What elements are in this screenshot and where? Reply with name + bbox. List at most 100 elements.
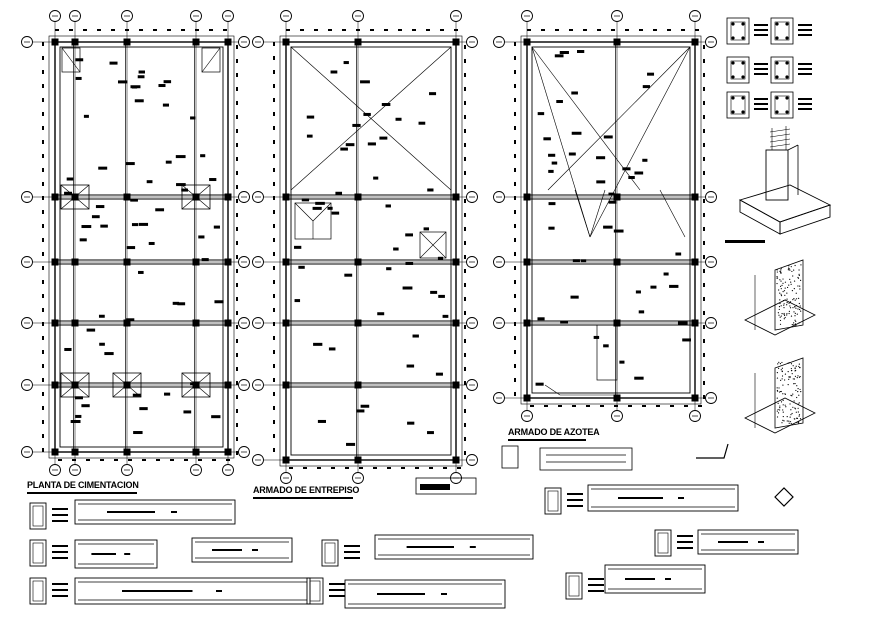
- dimension-tag: [117, 80, 128, 84]
- dimension-tag: [313, 342, 323, 346]
- section-note: [754, 24, 768, 26]
- dimension-tag: [675, 252, 682, 256]
- dimension-tick: [703, 269, 705, 273]
- rebar-dot: [785, 96, 789, 100]
- concrete-hatch: [788, 422, 790, 424]
- rebar-dot: [741, 110, 745, 114]
- column: [613, 38, 621, 46]
- column: [613, 394, 621, 402]
- dimension-tag: [344, 273, 353, 277]
- concrete-hatch: [785, 406, 787, 408]
- section-note: [567, 493, 583, 495]
- dimension-tag: [327, 206, 333, 210]
- dimension-tick: [514, 322, 516, 326]
- dimension-tag: [66, 177, 74, 181]
- dimension-tag: [650, 285, 657, 289]
- column: [523, 394, 531, 402]
- dimension-tick: [236, 45, 238, 49]
- dimension-tick: [156, 459, 160, 461]
- dimension-tag: [407, 421, 415, 425]
- roof-diagonal: [531, 46, 591, 238]
- rebar-dot: [741, 61, 745, 65]
- column: [523, 319, 531, 327]
- dimension-tick: [42, 56, 44, 60]
- concrete-hatch: [792, 378, 794, 380]
- dimension-tick: [464, 73, 466, 77]
- concrete-hatch: [799, 308, 801, 311]
- column: [192, 319, 200, 327]
- rebar-dot: [741, 22, 745, 26]
- column: [282, 38, 290, 46]
- pedestal-edge: [787, 144, 799, 151]
- concrete-hatch: [781, 312, 783, 315]
- concrete-hatch: [780, 295, 783, 297]
- dimension-tick: [83, 29, 87, 31]
- column-section: [29, 539, 47, 567]
- dimension-tag: [64, 191, 73, 195]
- column: [691, 38, 699, 46]
- dimension-tick: [42, 406, 44, 410]
- concrete-hatch: [782, 411, 784, 413]
- dimension-tick: [514, 392, 516, 396]
- dimension-tick: [514, 294, 516, 298]
- dimension-tick: [464, 325, 466, 329]
- concrete-hatch: [777, 363, 779, 365]
- dimension-tick: [86, 459, 90, 461]
- dimension-tick: [703, 339, 705, 343]
- beam-note: [469, 546, 476, 548]
- concrete-hatch: [782, 393, 784, 395]
- column: [613, 319, 621, 327]
- concrete-hatch: [788, 420, 790, 422]
- dimension-tick: [667, 29, 671, 31]
- concrete-hatch: [799, 418, 802, 420]
- column: [71, 38, 79, 46]
- concrete-hatch: [795, 307, 797, 309]
- footing-edge: [195, 384, 211, 398]
- rebar-dot: [731, 22, 735, 26]
- concrete-hatch: [795, 320, 797, 322]
- footing: [60, 184, 90, 210]
- concrete-hatch: [791, 290, 794, 292]
- dimension-tick: [236, 59, 238, 63]
- dimension-tick: [317, 467, 321, 469]
- dimension-tag: [405, 233, 414, 237]
- dimension-tick: [703, 101, 705, 105]
- dimension-tick: [42, 112, 44, 116]
- footing-edge: [181, 384, 197, 398]
- section-note: [798, 108, 812, 110]
- concrete-hatch: [776, 410, 778, 412]
- column-section: [565, 572, 583, 600]
- dimension-tag: [535, 382, 544, 386]
- dimension-tag: [165, 160, 172, 164]
- footing-edge: [126, 372, 142, 386]
- section-note: [344, 551, 360, 553]
- dimension-tag: [130, 85, 141, 89]
- dimension-tag: [294, 245, 302, 249]
- concrete-hatch: [783, 290, 786, 292]
- column: [354, 456, 362, 464]
- dimension-tick: [628, 405, 632, 407]
- dimension-tag: [104, 352, 114, 356]
- opening: [419, 231, 447, 259]
- dimension-tick: [514, 196, 516, 200]
- dimension-tick: [209, 29, 213, 31]
- concrete-hatch: [791, 395, 793, 397]
- concrete-hatch: [797, 276, 799, 279]
- rebar-cage: [769, 143, 791, 148]
- section-note: [677, 547, 693, 549]
- dimension-tag: [682, 338, 691, 342]
- dimension-tag: [395, 117, 402, 121]
- dimension-tick: [703, 325, 705, 329]
- dimension-tag: [155, 208, 165, 212]
- roof-diagonal: [531, 46, 641, 191]
- section-note: [754, 29, 768, 31]
- dimension-tick: [514, 308, 516, 312]
- dimension-tag: [175, 155, 186, 159]
- concrete-hatch: [786, 292, 788, 294]
- dimension-tag: [346, 442, 356, 446]
- dimension-tick: [42, 420, 44, 424]
- dimension-tag: [81, 404, 90, 408]
- dimension-tick: [42, 350, 44, 354]
- concrete-hatch: [784, 294, 786, 296]
- dimension-tick: [703, 381, 705, 385]
